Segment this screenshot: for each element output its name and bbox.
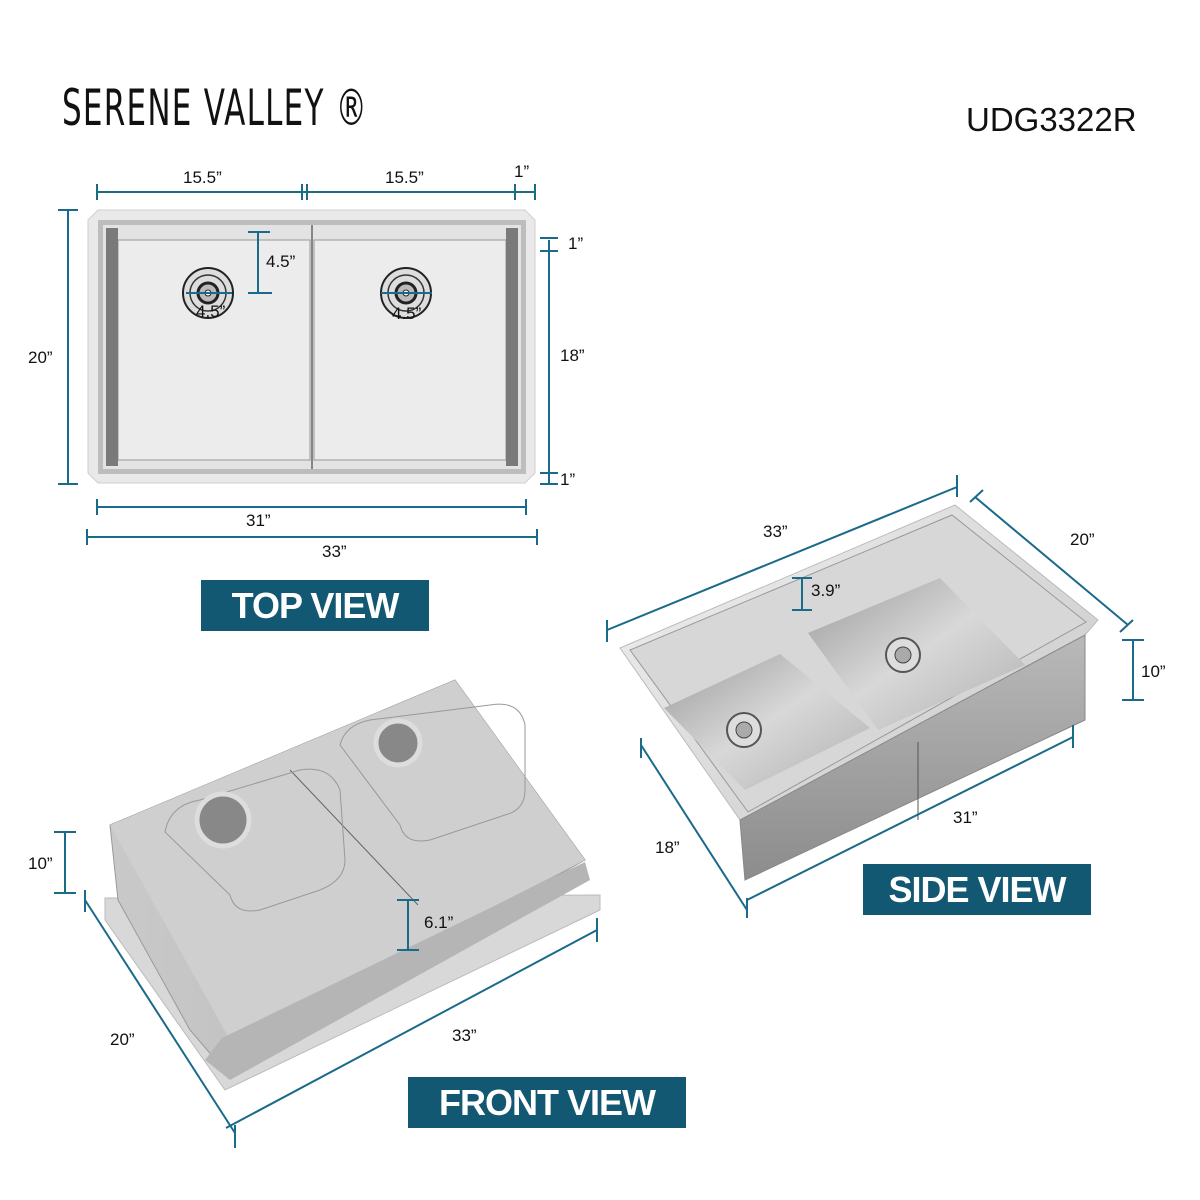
dim-top-overall-width: 33” bbox=[322, 542, 347, 561]
model-number: UDG3322R bbox=[966, 101, 1137, 138]
dim-side-bowl-depth: 18” bbox=[655, 838, 680, 857]
dim-top-rim-right: 1” bbox=[514, 162, 530, 181]
dim-front-overall-width: 33” bbox=[452, 1026, 477, 1045]
front-view-dimension-lines bbox=[54, 831, 598, 1148]
dim-top-drain-right-diameter: 4.5” bbox=[392, 304, 422, 323]
dim-top-bowl-left-width: 15.5” bbox=[183, 168, 222, 187]
dim-front-divider-height: 6.1” bbox=[424, 913, 454, 932]
dim-top-drain-left-diameter: 4.5” bbox=[196, 302, 226, 321]
front-drain-hole-right bbox=[373, 718, 423, 768]
dim-side-height: 10” bbox=[1141, 662, 1166, 681]
dim-top-drain-offset: 4.5” bbox=[266, 252, 296, 271]
front-drain-hole-left bbox=[194, 791, 252, 849]
dim-top-bowl-depth: 18” bbox=[560, 346, 585, 365]
dim-top-overall-depth: 20” bbox=[28, 348, 53, 367]
side-view-sink bbox=[619, 504, 1099, 881]
dim-side-overall-depth: 20” bbox=[1070, 530, 1095, 549]
dim-side-overall-width: 33” bbox=[763, 522, 788, 541]
dim-side-inner-width: 31” bbox=[953, 808, 978, 827]
top-view-label: TOP VIEW bbox=[201, 580, 429, 631]
front-view-label: FRONT VIEW bbox=[408, 1077, 686, 1128]
brand-logo: SERENE VALLEY ® bbox=[62, 79, 368, 137]
dim-front-overall-depth: 20” bbox=[110, 1030, 135, 1049]
dim-top-rim-bottom: 1” bbox=[560, 470, 576, 489]
top-view-sink bbox=[87, 209, 536, 484]
side-view-label: SIDE VIEW bbox=[863, 864, 1091, 915]
front-view-sink bbox=[104, 679, 601, 1091]
dim-front-height: 10” bbox=[28, 854, 53, 873]
side-view-dimension-lines bbox=[606, 475, 1144, 918]
dim-top-inner-width: 31” bbox=[246, 511, 271, 530]
dim-side-divider-depth: 3.9” bbox=[811, 581, 841, 600]
dim-top-rim-top: 1” bbox=[568, 234, 584, 253]
dim-top-bowl-right-width: 15.5” bbox=[385, 168, 424, 187]
top-view-dimension-lines bbox=[58, 184, 558, 545]
